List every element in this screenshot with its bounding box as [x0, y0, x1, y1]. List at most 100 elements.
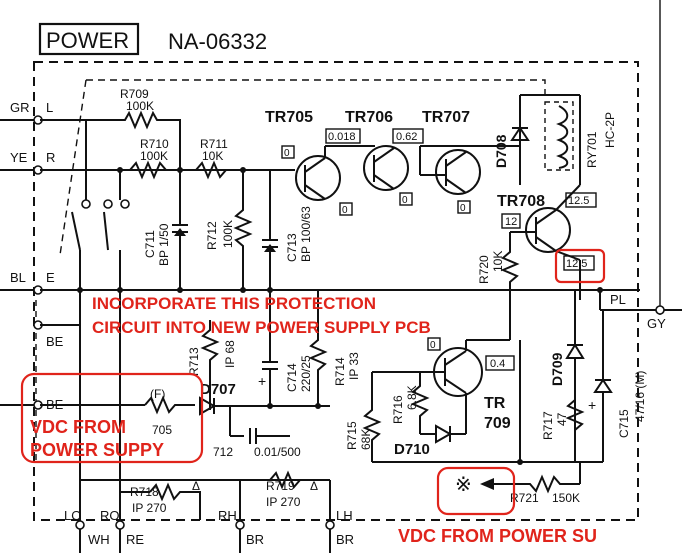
tr709-ref-line1: TR [484, 395, 506, 412]
terminal-lh [325, 520, 335, 530]
tr709-ref-line2: 709 [484, 415, 511, 432]
highlight-vdc-input-left [20, 372, 204, 464]
resistor-r712 [233, 170, 253, 290]
c711-value: BP 1/50 [157, 223, 171, 266]
relay-contact-2 [103, 199, 113, 209]
relay-ry701 [544, 101, 574, 171]
r711-value: 10K [202, 149, 223, 163]
relay-link [86, 79, 546, 95]
d707-ref: D707 [200, 381, 236, 398]
r721-value: 150K [552, 491, 580, 505]
c715-plus-sign: + [588, 397, 596, 413]
resistor-r705 [144, 395, 195, 415]
label-l: L [46, 100, 53, 115]
annotation-incorporate-line2: CIRCUIT INTO NEW POWER SUPPLY PCB [92, 318, 431, 337]
c713-ref: C713 [285, 233, 299, 262]
resistor-r720 [500, 232, 520, 340]
r705-ref: 705 [152, 423, 172, 437]
transistor-tr706 [363, 145, 409, 191]
capacitor-c712 [230, 428, 290, 444]
terminal-rh [235, 520, 245, 530]
tr706-ref: TR706 [345, 109, 393, 126]
label-r: R [46, 150, 55, 165]
r713-ref: R713 [187, 347, 201, 376]
label-br-2: BR [336, 532, 354, 547]
r716-ref: R716 [391, 395, 405, 424]
annotation-vdc-bottom: VDC FROM POWER SU [398, 526, 597, 546]
r710-ref: R710 [140, 137, 169, 151]
relay-ref: RY701 [585, 131, 599, 168]
c712-ref: 712 [213, 445, 233, 459]
tr708-emitter-voltage: 12.5 [566, 258, 587, 270]
capacitor-c715 [593, 378, 613, 393]
resistor-r709 [115, 110, 181, 170]
tr705-ref: TR705 [265, 109, 313, 126]
c715-ref: C715 [617, 409, 631, 438]
r712-value: 100K [221, 220, 235, 248]
r718-value: IP 270 [132, 501, 167, 515]
c714-plus-sign: + [258, 373, 266, 389]
power-title: POWER [46, 28, 129, 53]
d708-ref: D708 [493, 134, 509, 168]
r715-ref: R715 [345, 421, 359, 450]
diode-d710 [435, 424, 453, 444]
label-gr: GR [10, 100, 30, 115]
r714-value: IP 33 [347, 352, 361, 380]
tr706-collector-voltage: 0.62 [396, 131, 417, 143]
relay-contact-1 [81, 199, 91, 209]
tr706-emitter-voltage: 0 [402, 195, 408, 206]
r718-ref: R718 [130, 485, 159, 499]
label-ro: RO [100, 508, 120, 523]
c715-value: 47/16 (M) [633, 371, 647, 422]
relay-contact-3 [120, 199, 130, 209]
tr709-collector-voltage: 0.4 [490, 358, 505, 370]
label-rh: RH [218, 508, 237, 523]
r720-ref: R720 [477, 255, 491, 284]
tr708-base-voltage: 12 [505, 216, 517, 228]
highlight-asterisk-input [436, 466, 516, 516]
tr708-collector-voltage: 12.5 [568, 195, 589, 207]
r713-value: IP 68 [223, 340, 237, 368]
label-br-1: BR [246, 532, 264, 547]
r709-value: 100K [126, 99, 154, 113]
label-pl: PL [610, 292, 626, 307]
label-e: E [46, 270, 55, 285]
resistor-r714 [308, 290, 328, 406]
annotation-vdc-left-line1: VDC FROM [30, 417, 126, 437]
label-re: RE [126, 532, 144, 547]
r720-value: 10K [491, 251, 505, 272]
capacitor-c714 [262, 361, 278, 370]
r709-ref: R709 [120, 87, 149, 101]
resistor-r710 [129, 160, 167, 180]
c712-value: 0.01/500 [254, 445, 301, 459]
r716-value: 6.8K [405, 385, 419, 410]
label-bl: BL [10, 270, 26, 285]
power-title-box [38, 22, 140, 56]
transistor-tr707 [435, 149, 481, 195]
board-outline [33, 61, 639, 521]
tr707-emitter-voltage: 0 [460, 203, 466, 214]
r719-value: IP 270 [266, 495, 301, 509]
r718-delta: Δ [192, 479, 200, 493]
r711-ref: R711 [200, 137, 228, 151]
tr709-base-voltage: 0 [430, 340, 436, 351]
tr705-collector-voltage: 0.018 [328, 131, 356, 143]
resistor-r713 [200, 320, 220, 410]
r719-delta: Δ [310, 479, 318, 493]
r715-value: 68K [359, 429, 373, 450]
c713-value: BP 100/63 [299, 206, 313, 262]
r705-fuse: (F) [150, 387, 165, 401]
resistor-r719 [269, 470, 301, 490]
label-gy: GY [647, 316, 666, 331]
relay-type: HC-2P [603, 112, 617, 148]
resistor-r711 [195, 160, 227, 180]
annotation-incorporate-line1: INCORPORATE THIS PROTECTION [92, 294, 376, 313]
resistor-r717 [565, 399, 585, 431]
c714-ref: C714 [285, 363, 299, 392]
tr708-ref: TR708 [497, 193, 545, 210]
label-ye: YE [10, 150, 28, 165]
r717-ref: R717 [541, 411, 555, 440]
annotation-vdc-left-line2: POWER SUPPY [30, 440, 164, 460]
input-arrow [480, 478, 494, 490]
